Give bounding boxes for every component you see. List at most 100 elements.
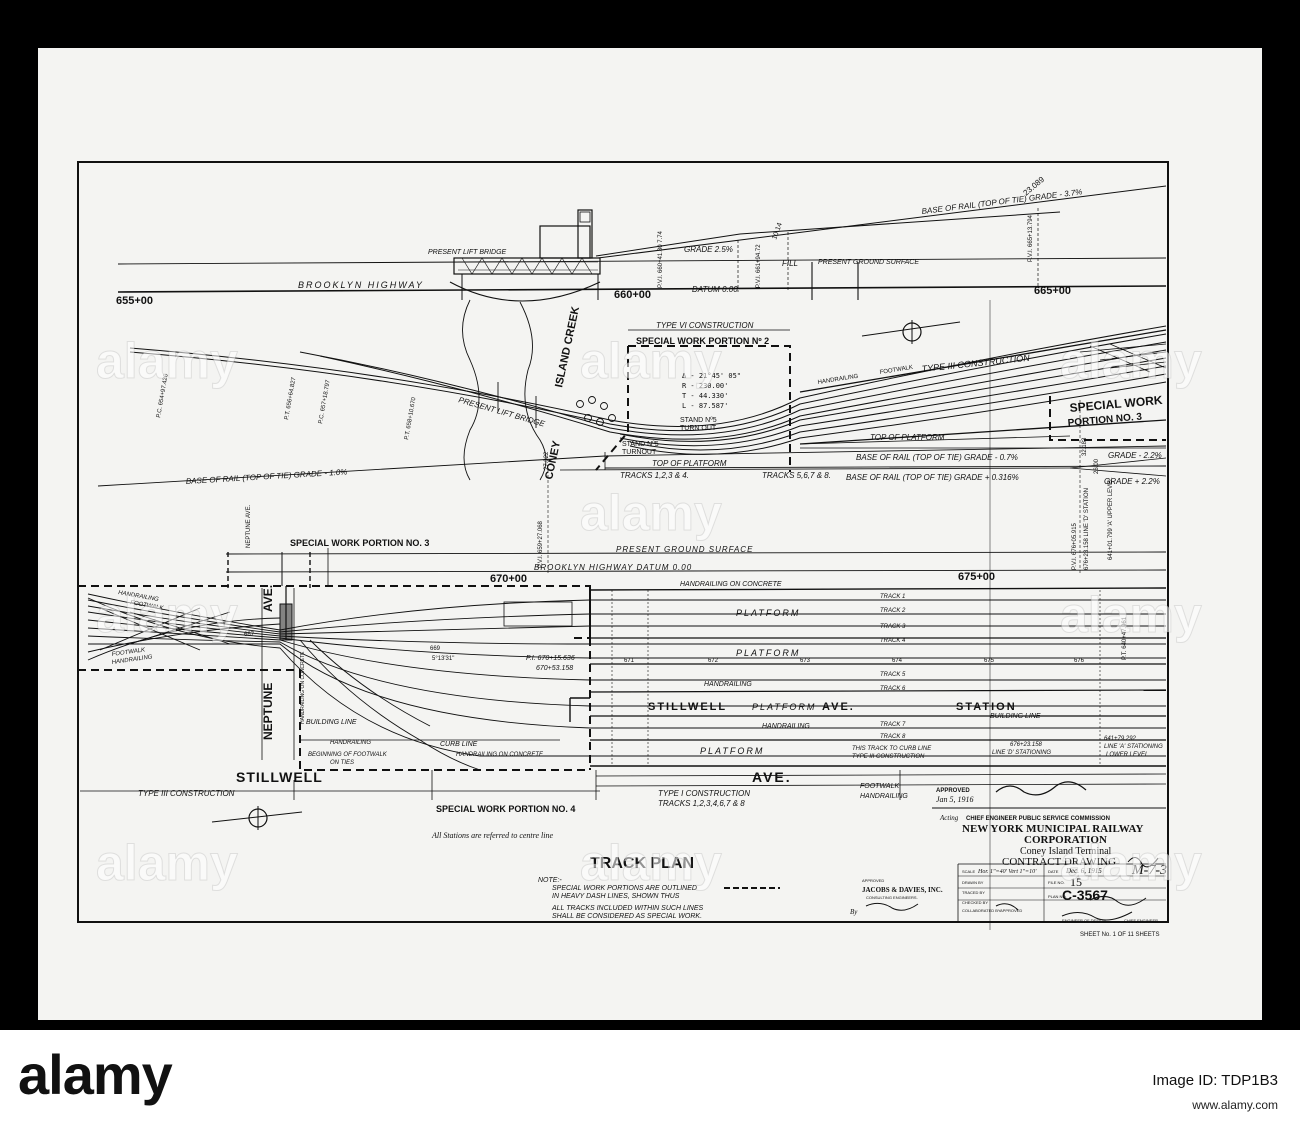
grade-22a-label: GRADE - 2.2%	[1108, 451, 1162, 460]
sta-671-label: 671	[624, 658, 635, 664]
approved-label: APPROVED	[936, 788, 970, 794]
upper-top-platform-1: TOP OF PLATFORM	[870, 433, 945, 442]
neptune-ave-small: NEPTUNE AVE.	[246, 504, 252, 548]
platform-1-label: PLATFORM	[736, 608, 800, 618]
lower-ground-label: PRESENT GROUND SURFACE	[616, 545, 753, 554]
design-label: ENGINEER OF DESIGN	[1062, 918, 1106, 923]
scale-value: Hor. 1"=40' Vert 1"=10'	[977, 868, 1037, 875]
s-13-label: 5°13'31"	[432, 656, 454, 662]
file-value: 15	[1070, 875, 1082, 889]
commission-label: CHIEF ENGINEER PUBLIC SERVICE COMMISSION	[966, 816, 1110, 822]
pc-657-label: P.C. 657+18.797	[318, 379, 332, 424]
profile-highway-label: BROOKLYN HIGHWAY	[298, 280, 424, 290]
upper-level-label: 641+01.799 'A' UPPER LEVEL	[1108, 477, 1114, 560]
lower-plan-tracks	[78, 548, 1167, 889]
grade-22b-label: GRADE + 2.2%	[1104, 477, 1160, 486]
type-iii-small-label: TYPE III CONSTRUCTION	[852, 754, 925, 760]
note-label: NOTE:-	[538, 877, 562, 884]
watermark-layer: alamy alamy alamy alamy alamy alamy alam…	[96, 333, 1203, 892]
type-i-label: TYPE I CONSTRUCTION	[658, 789, 750, 798]
platform-3-label: PLATFORM	[752, 702, 816, 712]
track-3-label: TRACK 3	[880, 624, 906, 630]
track-2-label: TRACK 2	[880, 608, 906, 614]
handrailing-concrete-top: HANDRAILING ON CONCRETE	[680, 581, 782, 588]
watermark-6: alamy	[1060, 587, 1202, 643]
corp-line-2: CORPORATION	[1024, 834, 1107, 846]
stillwell-station-label: STILLWELL	[648, 701, 727, 713]
by-label: By	[850, 908, 858, 916]
curb-line-label: CURB LINE	[440, 741, 478, 748]
chief-label: CHIEF ENGINEER	[1124, 918, 1158, 923]
line-d-label: 676+23.158 LINE 'D' STATION	[1084, 488, 1090, 570]
elev-27922-label: 27.922	[544, 451, 550, 470]
pvi-660-label: P.V.I. 660+41.80 7.74	[658, 230, 664, 288]
sta-667-label: 667	[244, 632, 255, 638]
note-1a: SPECIAL WORK PORTIONS ARE OUTLINED	[552, 885, 697, 892]
lower-level-label: LOWER LEVEL	[1106, 752, 1148, 758]
lower-handrailing-b: HANDRAILING	[762, 723, 810, 730]
lined-stationing-label: LINE 'D' STATIONING	[992, 750, 1051, 756]
station-660-label: 660+00	[614, 289, 651, 301]
pvi-659-label: P.V.I. 659+27.068	[538, 520, 544, 568]
date-label: DATE	[1048, 869, 1059, 874]
lower-footwalk-left: FOOTWALK	[130, 600, 165, 612]
lower-handrailing-a: HANDRAILING	[704, 681, 752, 688]
profile-lift-bridge-label: PRESENT LIFT BRIDGE	[428, 249, 507, 256]
upper-top-platform-2: TOP OF PLATFORM	[652, 459, 727, 468]
base-rail-0316-label: BASE OF RAIL (TOP OF TIE) GRADE + 0.316%	[846, 473, 1019, 482]
special-work-2-label: SPECIAL WORK PORTION Nº 2	[636, 336, 769, 346]
pi-670-15-label: P.I. 670+15.636	[526, 655, 575, 662]
this-track-label: THIS TRACK TO CURB LINE	[852, 746, 932, 752]
watermark-1: alamy	[96, 333, 238, 389]
upper-plan-tracks	[97, 299, 1167, 930]
approved-date: Jan 5, 1916	[936, 795, 974, 804]
watermark-5: alamy	[580, 485, 722, 541]
on-ties-label: ON TIES	[330, 760, 354, 766]
platform-2-label: PLATFORM	[736, 648, 800, 658]
island-creek-label: ISLAND CREEK	[553, 305, 582, 388]
notes-block: TRACK PLAN NOTE:- SPECIAL WORK PORTIONS …	[538, 855, 704, 920]
tracks-1234-label: TRACKS 1,2,3 & 4.	[620, 471, 689, 480]
sta-672-label: 672	[708, 658, 719, 664]
track-8-label: TRACK 8	[880, 734, 906, 740]
base-rail-07-label: BASE OF RAIL (TOP OF TIE) GRADE - 0.7%	[856, 453, 1018, 462]
stillwell-big-label: STILLWELL	[236, 769, 323, 785]
sta-675-label: 675	[984, 658, 995, 664]
date-value: Dec. 6, 1915	[1065, 867, 1102, 875]
pt-658-label: P.T. 658+10.670	[404, 396, 418, 440]
engineers-title: CONSULTING ENGINEERS.	[866, 895, 918, 900]
profile-section	[117, 185, 1167, 302]
lower-handrailing-c: HANDRAILING	[860, 793, 908, 800]
watermark-4: alamy	[96, 587, 238, 643]
stock-image-id: Image ID: TDP1B3	[1152, 1072, 1278, 1089]
track-1-label: TRACK 1	[880, 594, 905, 600]
sta-669-label: 669	[430, 646, 441, 652]
building-line-a: BUILDING LINE	[306, 719, 357, 726]
curve-l-label: L - 87.587'	[682, 402, 728, 410]
watermark-7: alamy	[96, 835, 238, 891]
special-work-3-lower: SPECIAL WORK PORTION NO. 3	[290, 538, 429, 548]
building-line-b: BUILDING LINE	[990, 713, 1041, 720]
title-block	[865, 781, 1166, 922]
pt-656-label: P.T. 656+64.827	[284, 376, 298, 420]
pt-640-label: P.T. 640+47.961	[1122, 616, 1128, 660]
track-6-label: TRACK 6	[880, 686, 906, 692]
title-block-text: APPROVED Jan 5, 1916 Acting CHIEF ENGINE…	[850, 788, 1167, 938]
track-5-label: TRACK 5	[880, 672, 906, 678]
pi-670-53-label: 670+53.158	[536, 665, 573, 672]
approved-2-label: APPROVED	[1000, 908, 1022, 913]
upper-footwalk-1: FOOTWALK	[879, 365, 913, 376]
ave-bottom-label: AVE.	[752, 769, 792, 785]
stand-turnout-2b: TURNOUT	[622, 449, 657, 456]
neptune-big-label: NEPTUNE	[261, 683, 275, 740]
note-2b: SHALL BE CONSIDERED AS SPECIAL WORK.	[552, 913, 702, 920]
platform-4-label: PLATFORM	[700, 746, 764, 756]
file-label: FILE NO.	[1048, 880, 1065, 885]
lower-footwalk-c: FOOTWALK	[860, 783, 899, 790]
corp-line-1: NEW YORK MUNICIPAL RAILWAY	[962, 823, 1143, 835]
traced-label: TRACED BY	[962, 890, 985, 895]
lower-handrailing-d: HANDRAILING	[330, 740, 371, 746]
pvi-661-label: P.V.I. 661+94.72	[756, 244, 762, 288]
elev-32183-label: 32.183	[1082, 437, 1088, 456]
